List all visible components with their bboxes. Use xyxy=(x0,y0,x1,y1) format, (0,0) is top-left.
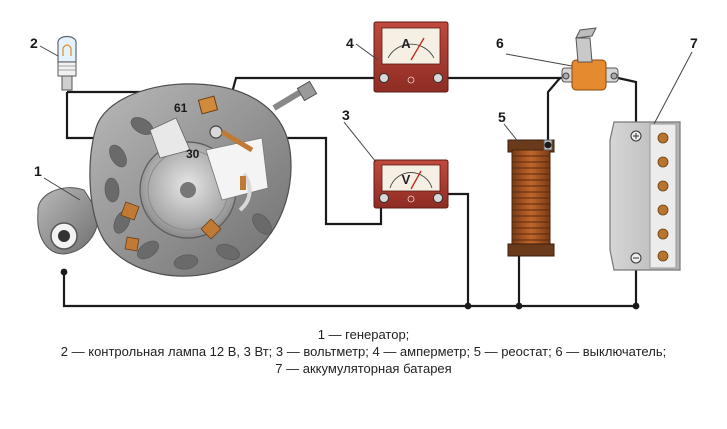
terminal-61 xyxy=(197,95,219,115)
caption-line-2: 2 — контрольная лампа 12 В, 3 Вт; 3 — во… xyxy=(60,344,667,359)
label-3: 3 xyxy=(342,107,350,123)
voltmeter-symbol: V xyxy=(402,172,411,187)
label-2: 2 xyxy=(30,35,38,51)
label-4: 4 xyxy=(346,35,354,51)
figure-caption: 1 — генератор; 2 — контрольная лампа 12 … xyxy=(0,326,727,377)
switch[interactable] xyxy=(561,27,619,91)
wiring xyxy=(62,76,638,308)
terminal-30-label: 30 xyxy=(186,147,200,161)
caption-line-3: 7 — аккумуляторная батарея xyxy=(275,361,452,376)
wire-30-to-voltmeter xyxy=(222,136,383,226)
wire-switch-to-reostat xyxy=(546,77,561,145)
ammeter-symbol: A xyxy=(401,36,411,51)
ammeter: A xyxy=(373,21,449,93)
rheostat xyxy=(507,139,555,257)
leader-lines xyxy=(39,43,693,201)
wire-switch-to-battery xyxy=(617,76,638,136)
ground-wire xyxy=(62,258,638,308)
voltmeter: V xyxy=(373,159,449,209)
caption-line-1: 1 — генератор; xyxy=(317,327,410,342)
wire-voltmeter-ground xyxy=(443,192,470,306)
label-6: 6 xyxy=(496,35,504,51)
junction-dots xyxy=(60,141,640,310)
control-lamp xyxy=(57,35,77,91)
label-7: 7 xyxy=(690,35,698,51)
generator xyxy=(37,80,318,277)
battery xyxy=(609,121,681,271)
terminal-61-label: 61 xyxy=(174,101,188,115)
label-1: 1 xyxy=(34,163,42,179)
label-5: 5 xyxy=(498,109,506,125)
terminal-30 xyxy=(209,125,223,139)
